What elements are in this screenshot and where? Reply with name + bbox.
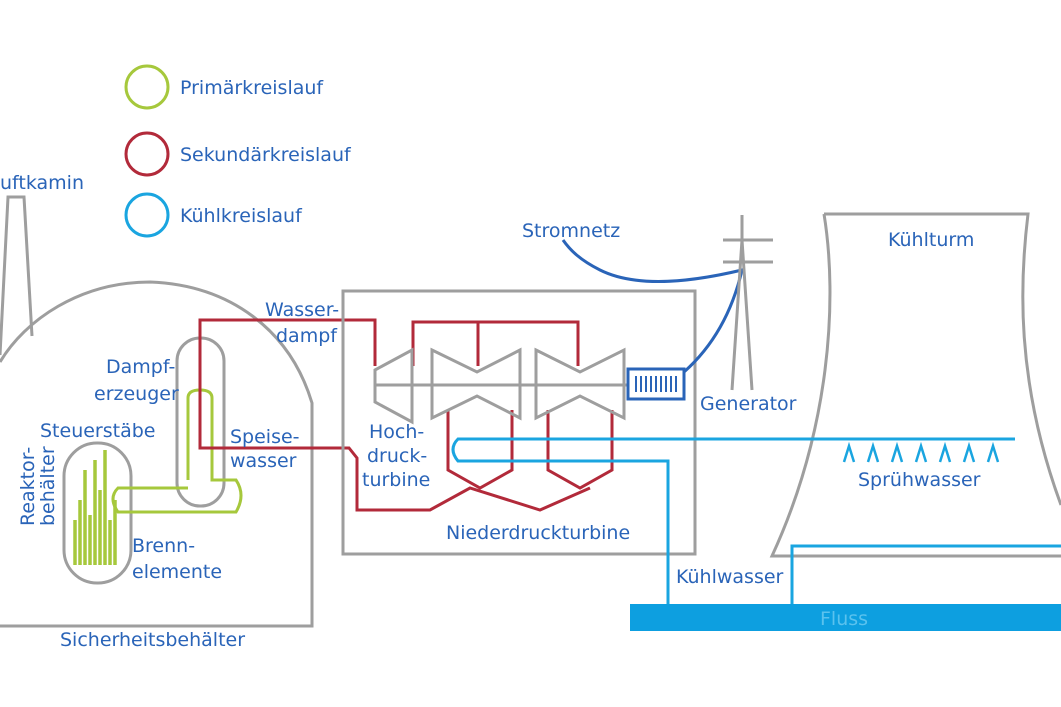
label-generator: Generator <box>700 393 797 415</box>
legend-secondary-circle <box>124 131 170 177</box>
label-fluss: Fluss <box>820 608 868 630</box>
lp-turbine-2 <box>534 347 626 421</box>
hp-turbine <box>373 347 414 425</box>
label-spruehwasser: Sprühwasser <box>858 469 981 491</box>
label-dampferzeuger-2: erzeuger <box>94 383 179 405</box>
label-hochdruck-1: Hoch- <box>369 421 424 443</box>
label-reaktor-1: Reaktor- <box>17 447 39 526</box>
label-kuehlturm: Kühlturm <box>888 229 974 251</box>
label-reaktor-2: behälter <box>37 446 59 526</box>
secondary-loop <box>198 318 614 512</box>
turbine-hall <box>341 289 697 556</box>
legend-cooling-label: Kühlkreislauf <box>180 205 303 227</box>
legend-primary-circle <box>124 64 170 110</box>
generator: Generator <box>626 367 797 415</box>
legend-cooling-circle <box>124 192 170 238</box>
legend-secondary-label: Sekundärkreislauf <box>180 144 352 166</box>
spray-nozzles <box>842 441 1000 463</box>
label-dampferzeuger-1: Dampf- <box>106 356 175 378</box>
label-wasserdampf-2: dampf <box>276 325 338 347</box>
label-abluftkamin: uftkamin <box>0 172 84 194</box>
fuel-elements <box>73 450 117 565</box>
label-brennelemente-2: elemente <box>132 561 222 583</box>
power-line <box>561 239 745 374</box>
label-speisewasser-1: Speise- <box>230 426 300 448</box>
primary-loop <box>111 388 243 514</box>
label-brennelemente-1: Brenn- <box>132 535 195 557</box>
river: Fluss <box>630 604 1061 631</box>
label-hochdruck-3: turbine <box>362 469 430 491</box>
lp-turbine-1 <box>430 347 522 421</box>
label-steuerstaebe: Steuerstäbe <box>40 420 155 442</box>
label-wasserdampf-1: Wasser- <box>265 299 339 321</box>
exhaust-chimney: uftkamin <box>0 172 84 356</box>
legend: Primärkreislauf Sekundärkreislauf Kühlkr… <box>124 64 352 238</box>
legend-primary-label: Primärkreislauf <box>180 77 324 99</box>
cooling-tower: Kühlturm <box>769 212 1061 558</box>
label-stromnetz: Stromnetz <box>522 220 620 242</box>
containment-building: Sicherheitsbehälter <box>0 280 314 651</box>
label-sicherheitsbehaelter: Sicherheitsbehälter <box>60 629 245 651</box>
label-hochdruck-2: druck- <box>367 445 427 467</box>
cooling-loop <box>451 437 1061 604</box>
label-speisewasser-2: wasser <box>230 450 297 472</box>
label-niederdruckturbine: Niederdruckturbine <box>446 522 630 544</box>
label-kuehlwasser: Kühlwasser <box>676 566 784 588</box>
pylon <box>723 215 773 391</box>
